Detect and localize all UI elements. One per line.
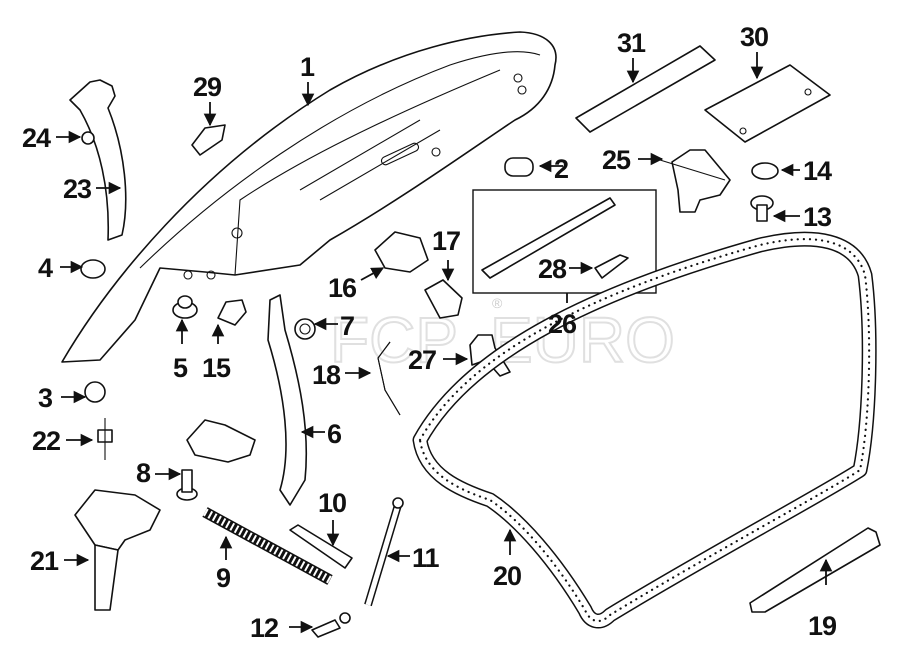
part-19-striker-bracket[interactable] [749,527,881,613]
callout-18[interactable]: 18 [312,360,342,390]
part-12-ball-stud[interactable] [311,612,351,638]
part-8-bolt[interactable] [176,469,198,501]
callout-8[interactable]: 8 [136,458,152,488]
callout-14[interactable]: 14 [803,156,833,186]
part-28-button [594,254,629,279]
callout-25[interactable]: 25 [602,145,632,175]
part-6-hinge[interactable] [186,294,308,506]
part-14-cap[interactable] [751,162,779,180]
callout-7[interactable]: 7 [340,311,355,341]
part-4-bumper[interactable] [80,259,106,279]
callout-26[interactable]: 26 [548,309,578,339]
callout-20[interactable]: 20 [493,561,522,591]
part-29-bracket[interactable] [191,124,226,156]
part-10-bracket[interactable] [289,524,353,569]
callout-24[interactable]: 24 [22,123,52,153]
callout-31[interactable]: 31 [617,28,647,58]
part-11-lift-support[interactable] [364,497,404,607]
callout-27[interactable]: 27 [408,345,437,375]
callout-30[interactable]: 30 [740,22,769,52]
watermark-brand: FCP [330,304,458,376]
callout-19[interactable]: 19 [808,611,838,641]
part-15-mount[interactable] [217,299,247,326]
callout-6[interactable]: 6 [327,419,343,449]
part-2-bumper-stop[interactable] [504,157,534,177]
callout-9[interactable]: 9 [216,563,232,593]
part-13-bolt[interactable] [750,195,774,222]
part-21-actuator[interactable] [74,489,161,611]
callout-21[interactable]: 21 [30,546,60,576]
part-1-trunk-lid[interactable] [61,31,557,363]
callout-5[interactable]: 5 [173,353,189,383]
callout-13[interactable]: 13 [803,202,833,232]
part-17-cover[interactable] [424,279,463,319]
callout-2[interactable]: 2 [554,154,569,184]
callout-12[interactable]: 12 [250,613,279,643]
part-25-switch[interactable] [659,149,731,213]
callout-28[interactable]: 28 [538,254,568,284]
callout-22[interactable]: 22 [32,426,61,456]
callout-11[interactable]: 11 [412,543,441,573]
callout-17[interactable]: 17 [432,226,461,256]
part-31-strip[interactable] [575,45,716,133]
part-22-stud[interactable] [97,418,113,460]
part-3-grommet[interactable] [84,381,106,403]
callout-16[interactable]: 16 [328,273,358,303]
part-16-latch[interactable] [374,231,429,273]
callout-15[interactable]: 15 [202,353,232,383]
callout-23[interactable]: 23 [63,174,93,204]
callout-10[interactable]: 10 [318,488,347,518]
part-26-handle-assembly[interactable] [472,189,657,294]
leader-lines [56,52,833,634]
part-23-trim-panel[interactable] [69,79,127,241]
callout-4[interactable]: 4 [38,253,54,283]
watermark-registered: ® [492,295,503,311]
callout-1[interactable]: 1 [300,52,316,82]
part-20-weatherstrip[interactable] [412,231,877,629]
callout-29[interactable]: 29 [193,72,223,102]
part-5-grommet[interactable] [172,295,198,319]
part-30-plate[interactable] [704,64,831,143]
part-18-release-cable[interactable] [377,341,401,416]
part-9-spring[interactable] [202,507,333,585]
part-7-nut[interactable] [294,318,316,340]
part-24-clip[interactable] [81,131,95,145]
callout-3[interactable]: 3 [38,383,54,413]
callout-labels: 1 2 3 4 5 6 7 8 9 10 11 12 13 14 15 16 1… [22,22,838,643]
